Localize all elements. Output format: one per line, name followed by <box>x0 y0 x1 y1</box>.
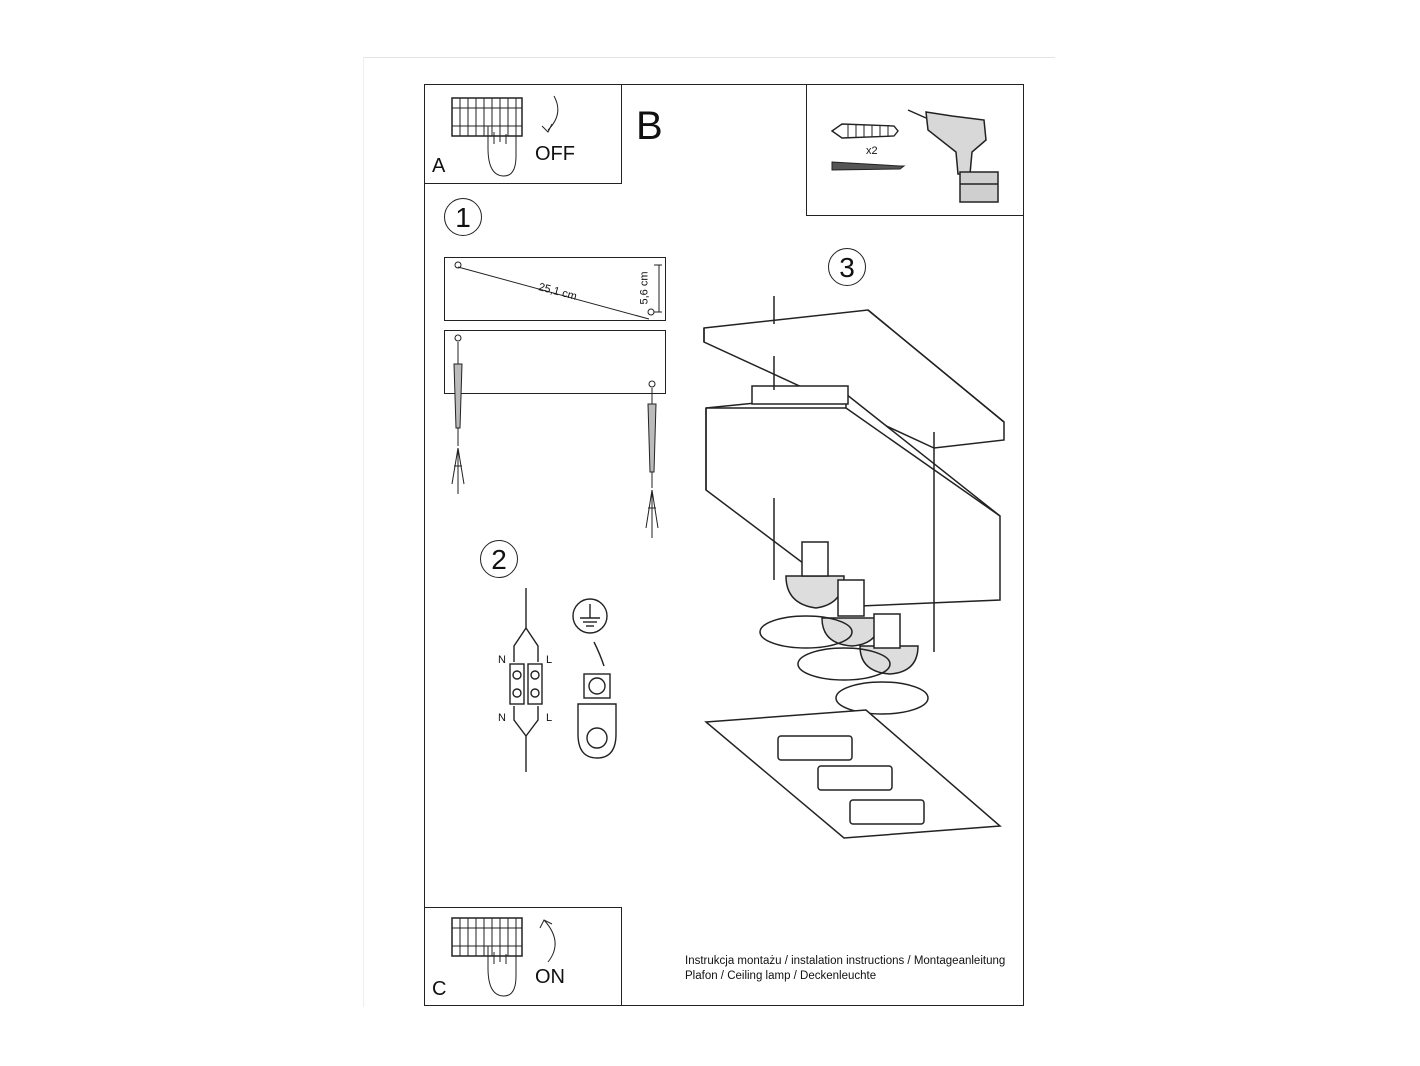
instruction-frame <box>424 84 1024 1006</box>
drill-spacing-diagram <box>454 261 662 320</box>
step1-number: 1 <box>444 198 482 236</box>
footer-instructions-title: Instrukcja montażu / instalation instruc… <box>685 955 1006 967</box>
height-dimension: 5,6 cm <box>638 271 651 305</box>
step3-number: 3 <box>828 248 866 286</box>
wiring-terminal-diagram <box>509 588 543 772</box>
screw-count-label: x2 <box>866 145 878 157</box>
neutral-top-label: N <box>498 654 506 666</box>
wall-plug-icon <box>830 123 899 139</box>
wall-anchor-left-icon <box>451 334 465 494</box>
panel-a-box <box>424 84 622 184</box>
drill-icon <box>907 109 999 203</box>
footer-product-title: Plafon / Ceiling lamp / Deckenleuchte <box>685 970 877 982</box>
wall-anchor-right-icon <box>645 380 659 538</box>
step2-number: 2 <box>480 540 518 578</box>
live-top-label: L <box>546 654 553 666</box>
sheet-edge-left <box>363 57 364 1007</box>
breaker-panel-on-icon <box>451 917 556 997</box>
neutral-bottom-label: N <box>498 712 506 724</box>
ceiling-template-box <box>444 257 666 321</box>
panel-a-action-label: OFF <box>535 143 575 165</box>
ceiling-mount-box <box>444 330 666 394</box>
panel-a-letter: A <box>432 155 446 177</box>
live-bottom-label: L <box>546 712 553 724</box>
sheet-edge-top <box>363 57 1055 58</box>
screw-icon <box>831 161 906 171</box>
panel-c-action-label: ON <box>535 966 565 988</box>
breaker-panel-off-icon <box>451 95 559 177</box>
panel-c-letter: C <box>432 978 447 1000</box>
ground-terminal-icon <box>572 598 617 759</box>
panel-b-letter: B <box>636 104 663 148</box>
ceiling-lamp-exploded-view <box>703 296 1005 839</box>
